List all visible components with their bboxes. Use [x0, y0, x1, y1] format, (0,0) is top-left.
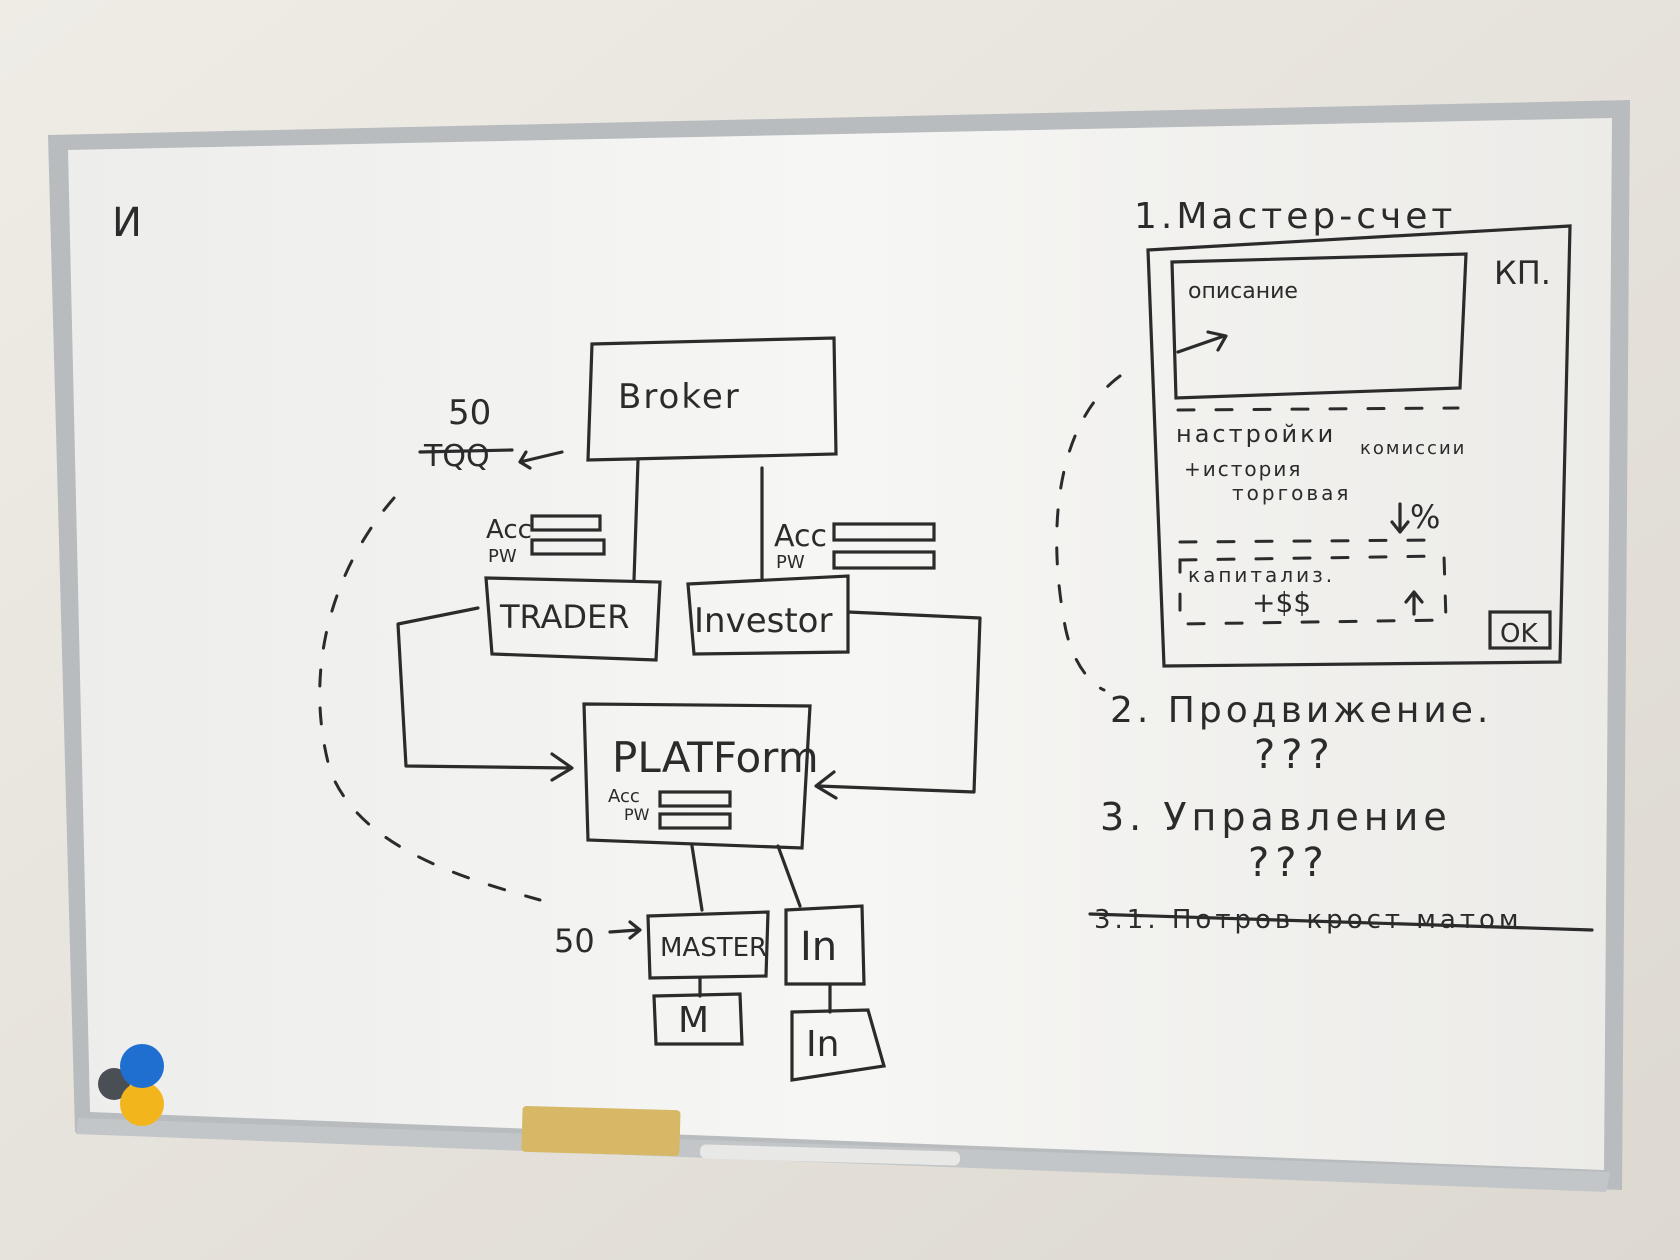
settings-label: настройки	[1176, 420, 1336, 448]
money-label: +$$	[1252, 586, 1311, 619]
investor-pw-field	[832, 550, 936, 570]
item2-title: 2. Продвижение.	[1110, 690, 1492, 731]
percent-arrow	[1390, 502, 1410, 534]
investor-label: Investor	[694, 601, 832, 641]
trader-platform-arrow	[396, 606, 574, 782]
master-note-arrow	[608, 920, 642, 940]
description-box	[1170, 252, 1468, 400]
investor-box	[686, 574, 850, 656]
m-box	[652, 992, 744, 1046]
screen-dashed-curve	[1055, 374, 1122, 692]
investor-acc-label: Acc	[774, 519, 827, 554]
broker-note-number: 50	[448, 393, 491, 433]
broker-trader-line	[632, 458, 640, 582]
diagram: Broker 50 TQQ Acc PW TRADER Acc PW Inves…	[318, 336, 982, 1082]
platform-acc-field	[658, 790, 732, 808]
item3-title: 3. Управление	[1100, 795, 1452, 839]
in-box	[784, 904, 866, 986]
broker-note-strike	[418, 448, 514, 454]
platform-pw-label: PW	[624, 805, 650, 824]
platform-master-line	[690, 844, 704, 912]
ok-button	[1488, 610, 1552, 650]
ok-label: OK	[1500, 619, 1538, 649]
broker-master-dashed	[318, 496, 542, 902]
trader-acc-field	[530, 514, 602, 532]
broker-label: Broker	[618, 377, 741, 417]
history-word: торговая	[1232, 481, 1351, 505]
in-lower-label: In	[806, 1024, 839, 1065]
in-label: In	[800, 924, 837, 970]
m-label: M	[678, 1000, 709, 1041]
settings-separator	[1176, 406, 1460, 412]
eraser	[521, 1105, 681, 1157]
platform-pw-field	[658, 812, 732, 830]
master-label: MASTER	[660, 933, 767, 963]
money-arrow	[1404, 590, 1424, 616]
broker-note-word: TQQ	[423, 439, 490, 474]
broker-box	[586, 336, 838, 462]
history-separator	[1178, 538, 1442, 544]
investor-platform-arrow	[814, 610, 982, 800]
platform-acc-label: Acc	[608, 786, 640, 807]
magnets	[98, 1044, 164, 1126]
broker-note-arrow	[518, 450, 564, 470]
trader-acc-label: Acc	[486, 515, 532, 545]
capitalization-box	[1178, 554, 1448, 626]
item2-questions: ???	[1254, 732, 1336, 778]
investor-acc-field	[832, 522, 936, 542]
description-arrow	[1176, 330, 1228, 354]
magnet-dark	[98, 1068, 130, 1100]
item31-strike	[1088, 912, 1594, 932]
trader-label: TRADER	[499, 598, 629, 636]
percent-label: %	[1410, 498, 1440, 536]
platform-in-line	[776, 844, 802, 908]
master-note: 50	[554, 922, 595, 960]
commission-label: комиссии	[1360, 438, 1466, 459]
notes: 1.Мастер-счет КП. описание настройки ком…	[1055, 196, 1594, 935]
platform-label: PLATForm	[612, 733, 819, 782]
investor-pw-label: PW	[776, 552, 805, 573]
in-lower-box	[790, 1008, 887, 1082]
magnet-yellow	[120, 1082, 164, 1126]
screen-corner-label: КП.	[1494, 254, 1551, 292]
platform-box	[582, 702, 812, 850]
marker	[700, 1144, 960, 1166]
screen-frame	[1146, 224, 1572, 668]
magnet-blue	[120, 1044, 164, 1088]
trader-pw-label: PW	[488, 546, 517, 567]
trader-box	[484, 576, 662, 662]
master-box	[646, 910, 770, 980]
description-label: описание	[1188, 279, 1298, 304]
item1-title: 1.Мастер-счет	[1134, 196, 1456, 237]
board-surface	[68, 118, 1612, 1170]
item3-questions: ???	[1248, 840, 1330, 886]
trader-pw-field	[530, 538, 606, 556]
corner-mark: И	[112, 200, 142, 246]
history-prefix: +история	[1184, 457, 1302, 481]
capitalization-label: капитализ.	[1188, 563, 1335, 587]
